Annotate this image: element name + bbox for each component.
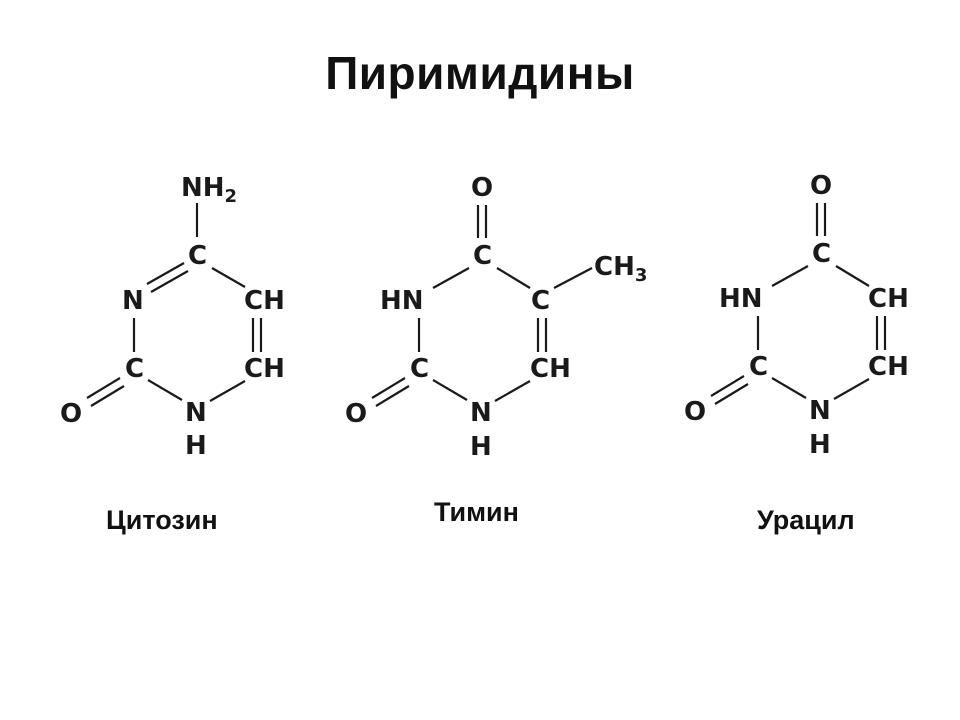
bond-c4-n3-double-b bbox=[150, 270, 189, 293]
thymine-c5-label: C bbox=[531, 286, 550, 316]
bond-c4-n3 bbox=[432, 267, 470, 289]
uracil-c5-label: CH bbox=[868, 284, 909, 314]
cytosine-c5-label: CH bbox=[244, 286, 285, 316]
thymine-h1-label: H bbox=[470, 432, 492, 462]
thymine-n1-label: N bbox=[470, 398, 492, 428]
thymine-name: Тимин bbox=[434, 497, 519, 527]
cytosine-c4-label: C bbox=[188, 241, 207, 271]
slide-title: Пиримидины bbox=[325, 47, 635, 99]
cytosine-structure: NH2 C N CH C CH O N H bbox=[60, 173, 285, 461]
cytosine-n1-label: N bbox=[185, 398, 207, 428]
uracil-o4-label: O bbox=[810, 171, 832, 201]
cytosine-o2-label: O bbox=[60, 399, 82, 429]
bond-c6-n1 bbox=[833, 378, 870, 400]
thymine-ch3-label: CH3 bbox=[594, 252, 647, 286]
thymine-o4-label: O bbox=[471, 173, 493, 203]
uracil-c2-label: C bbox=[749, 352, 768, 382]
uracil-n1-label: N bbox=[809, 396, 831, 426]
cytosine-c6-label: CH bbox=[244, 354, 285, 384]
uracil-c6-label: CH bbox=[868, 352, 909, 382]
uracil-name: Урацил bbox=[757, 505, 855, 535]
cytosine-n3-label: N bbox=[122, 286, 144, 316]
bond-c2-o2-double-b bbox=[375, 385, 410, 407]
bond-c2-n1 bbox=[771, 377, 807, 399]
thymine-c6-label: CH bbox=[530, 354, 571, 384]
bond-c2-o2-double-b bbox=[90, 385, 125, 407]
bond-c2-o2-double-a bbox=[710, 375, 745, 397]
bond-c5-ch3 bbox=[553, 267, 593, 289]
thymine-c2-label: C bbox=[410, 354, 429, 384]
uracil-n3-label: HN bbox=[719, 284, 763, 314]
uracil-h1-label: H bbox=[809, 430, 831, 460]
bond-c6-n1 bbox=[494, 380, 531, 402]
bond-c2-n1 bbox=[147, 379, 183, 401]
bond-c2-n1 bbox=[432, 379, 468, 401]
bond-c4-n3 bbox=[771, 265, 809, 287]
bond-c2-o2-double-a bbox=[86, 377, 121, 399]
bond-c4-c5 bbox=[211, 267, 246, 288]
bond-c2-o2-double-b bbox=[714, 383, 749, 405]
cytosine-h1-label: H bbox=[185, 431, 207, 461]
thymine-c4-label: C bbox=[473, 241, 492, 271]
bond-c2-o2-double-a bbox=[371, 377, 406, 399]
thymine-o2-label: O bbox=[345, 399, 367, 429]
uracil-o2-label: O bbox=[684, 397, 706, 427]
uracil-structure: O C HN CH C CH O N H bbox=[684, 171, 909, 460]
bond-c4-c5 bbox=[835, 265, 870, 287]
cytosine-name: Цитозин bbox=[106, 505, 218, 535]
thymine-structure: O C HN C CH3 C CH O N H bbox=[345, 173, 647, 462]
bond-c4-c5 bbox=[496, 267, 531, 289]
thymine-n3-label: HN bbox=[380, 286, 424, 316]
bond-c4-n3-double-a bbox=[146, 262, 185, 285]
bond-c6-n1 bbox=[209, 380, 246, 402]
cytosine-nh2-label: NH2 bbox=[181, 173, 237, 207]
uracil-c4-label: C bbox=[812, 239, 831, 269]
cytosine-c2-label: C bbox=[125, 354, 144, 384]
